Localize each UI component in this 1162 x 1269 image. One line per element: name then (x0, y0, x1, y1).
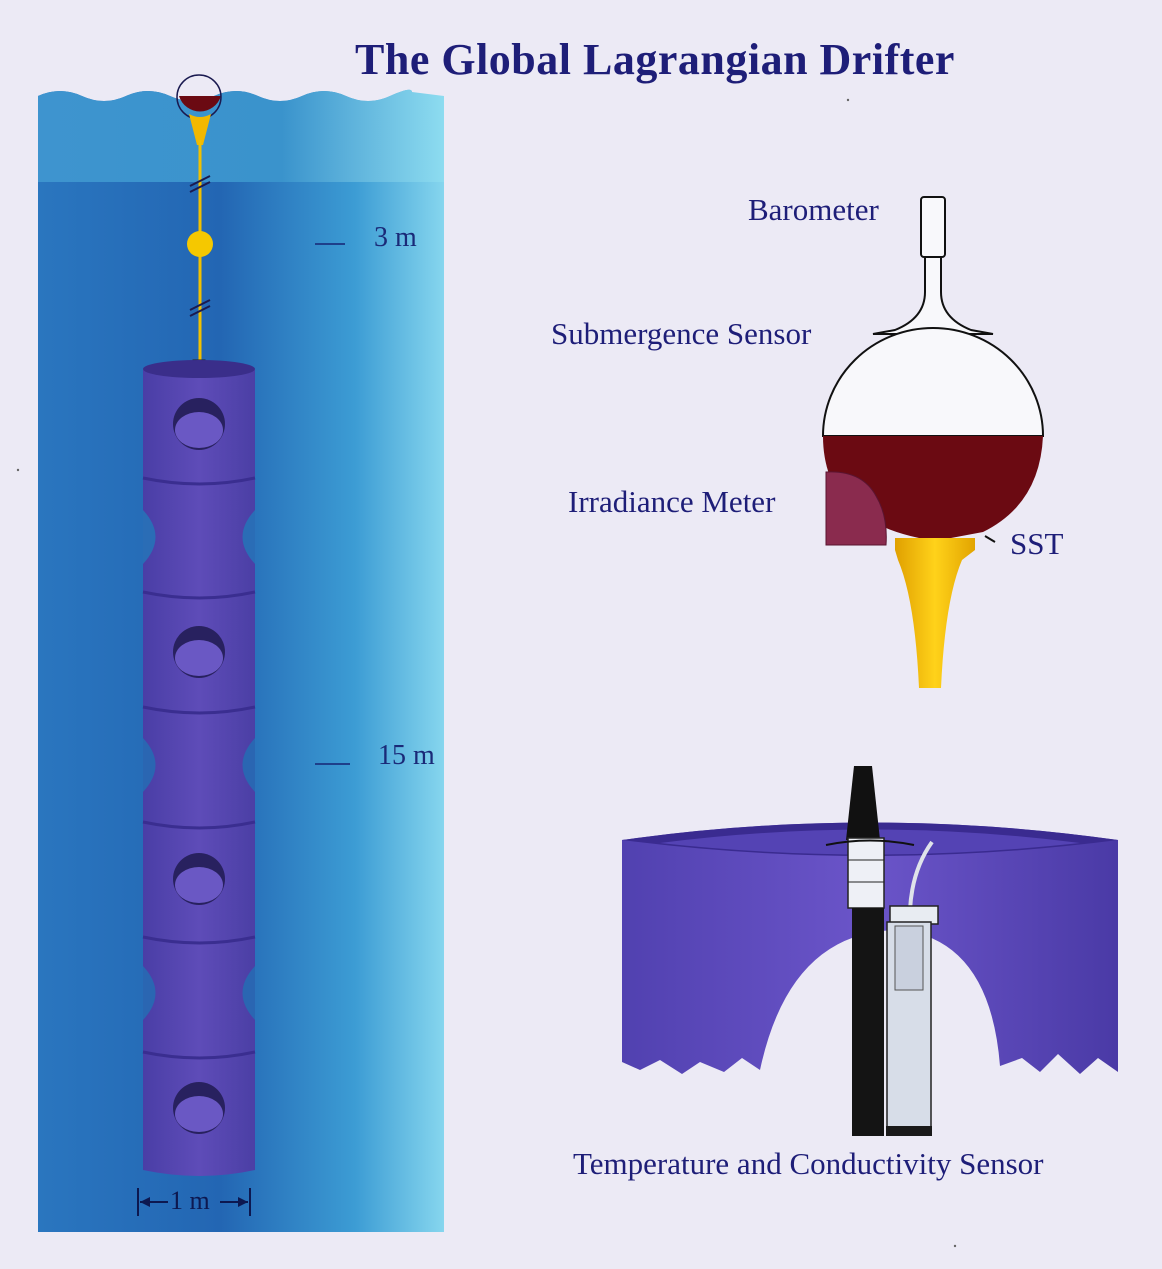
drogue-width-label: 1 m (170, 1186, 210, 1215)
speck (16, 468, 20, 472)
depth-label-3m: 3 m (374, 222, 417, 253)
tc-sensor-label: Temperature and Conductivity Sensor (573, 1146, 1044, 1181)
depth-label-15m: 15 m (378, 740, 435, 771)
page-title: The Global Lagrangian Drifter (355, 35, 955, 84)
submergence-sensor-label: Submergence Sensor (551, 316, 812, 351)
surface-buoy (176, 74, 222, 145)
subsurface-float (187, 231, 213, 257)
irradiance-meter-label: Irradiance Meter (568, 484, 776, 519)
speck (953, 1244, 957, 1248)
speck (846, 98, 850, 102)
barometer-label: Barometer (748, 192, 879, 227)
sst-label: SST (1010, 526, 1064, 561)
barometer-port (920, 196, 946, 258)
width-marker (137, 1188, 251, 1216)
tc-sensor-detail (622, 766, 1118, 1136)
holey-sock-drogue (142, 360, 256, 1176)
surface-float-detail (821, 196, 1045, 688)
